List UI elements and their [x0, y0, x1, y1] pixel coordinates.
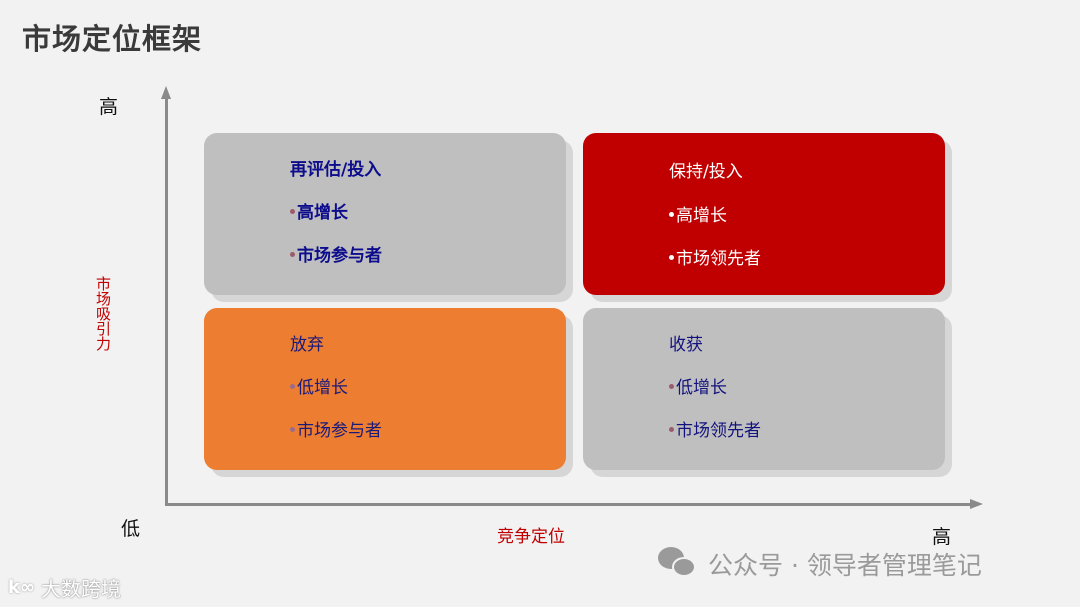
y-axis-line	[165, 96, 168, 506]
quadrant-maintain-invest: 保持/投入 高增长 市场领先者	[583, 133, 945, 295]
bullet-icon	[290, 426, 295, 432]
quadrant-item-text: 市场参与者	[297, 246, 382, 266]
quadrant-item-text: 低增长	[676, 378, 727, 398]
quadrant-reassess-invest: 再评估/投入 高增长 市场参与者	[204, 133, 566, 295]
bullet-icon	[669, 383, 674, 389]
quadrant-item-text: 市场领先者	[676, 421, 761, 441]
bullet-icon	[669, 254, 674, 260]
bullet-icon	[669, 211, 674, 217]
y-axis-title: 市场吸引力	[94, 276, 112, 351]
brand-logo-icon: k∞	[8, 577, 35, 598]
quadrant-item: 市场领先者	[669, 244, 761, 269]
quadrant-harvest: 收获 低增长 市场领先者	[583, 308, 945, 470]
quadrant-item-text: 市场参与者	[297, 421, 382, 441]
quadrant-item: 高增长	[669, 201, 727, 226]
quadrant-item: 市场领先者	[669, 416, 761, 441]
quadrant-item: 低增长	[669, 373, 727, 398]
x-axis-high-label: 高	[932, 526, 952, 548]
slide-title: 市场定位框架	[22, 22, 203, 56]
bullet-icon	[290, 251, 295, 257]
quadrant-item-text: 低增长	[297, 378, 348, 398]
quadrant-item: 高增长	[290, 198, 348, 223]
watermark-right-text: 公众号 · 领导者管理笔记	[708, 551, 982, 580]
quadrant-heading: 保持/投入	[669, 162, 743, 182]
quadrant-abandon: 放弃 低增长 市场参与者	[204, 308, 566, 470]
quadrant-item: 低增长	[290, 373, 348, 398]
x-axis-arrow-icon	[970, 499, 983, 509]
wechat-icon	[658, 547, 700, 581]
quadrant-item-text: 高增长	[297, 203, 348, 223]
quadrant-heading: 收获	[669, 335, 703, 355]
watermark-left: k∞ 大数跨境	[8, 573, 121, 602]
y-axis-arrow-icon	[161, 86, 171, 99]
x-axis-line	[165, 503, 973, 506]
quadrant-heading: 再评估/投入	[290, 160, 382, 180]
x-axis-low-label: 低	[121, 518, 141, 540]
watermark-right: 公众号 · 领导者管理笔记	[658, 546, 982, 582]
bullet-icon	[290, 208, 295, 214]
quadrant-heading: 放弃	[290, 335, 324, 355]
x-axis-title: 竞争定位	[497, 527, 565, 547]
bullet-icon	[669, 426, 674, 432]
quadrant-item-text: 市场领先者	[676, 249, 761, 269]
y-axis-high-label: 高	[99, 96, 119, 118]
watermark-left-text: 大数跨境	[40, 577, 121, 601]
quadrant-item: 市场参与者	[290, 416, 382, 441]
quadrant-item-text: 高增长	[676, 206, 727, 226]
quadrant-item: 市场参与者	[290, 241, 382, 266]
bullet-icon	[290, 383, 295, 389]
